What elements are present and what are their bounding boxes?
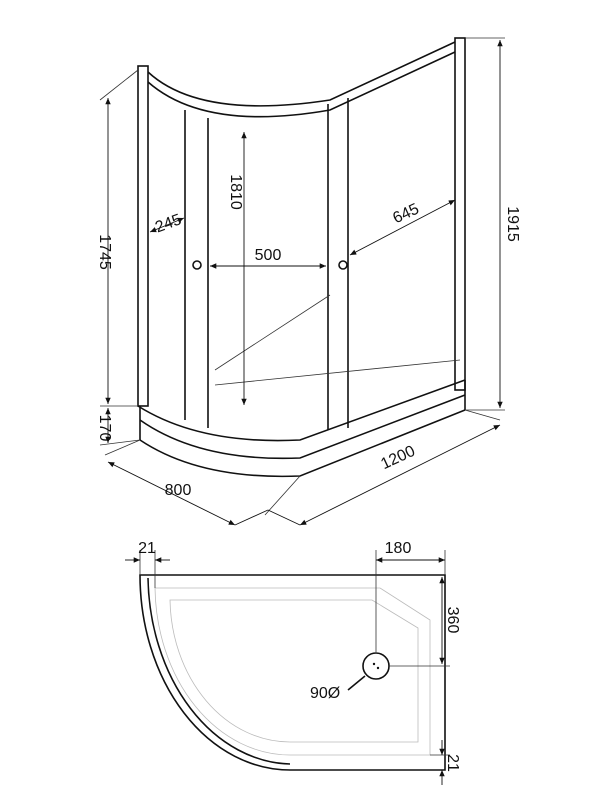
label-800: 800	[165, 482, 192, 499]
curved-door	[147, 577, 291, 765]
tray-top	[137, 379, 466, 442]
label-1745: 1745	[96, 234, 113, 270]
plan-dimensions: 21 180 360 21	[125, 540, 461, 785]
right-handle	[338, 260, 348, 270]
label-180: 180	[385, 540, 412, 557]
label-21-top: 21	[138, 540, 156, 557]
top-rail	[147, 41, 456, 107]
label-645: 645	[390, 201, 421, 228]
right-post	[454, 37, 466, 391]
enclosure-elevation	[137, 37, 466, 478]
tray-floor	[214, 294, 461, 386]
tray-inner	[154, 587, 431, 756]
label-drain-diameter: 90Ø	[310, 685, 340, 702]
label-170: 170	[96, 415, 113, 442]
label-1915: 1915	[504, 206, 521, 242]
enclosure-plan: 90Ø	[139, 574, 446, 771]
label-21-bottom: 21	[444, 754, 461, 772]
label-360: 360	[444, 607, 461, 634]
label-245: 245	[153, 211, 184, 236]
label-500: 500	[255, 247, 282, 264]
label-1810: 1810	[227, 174, 244, 210]
left-post	[137, 65, 149, 407]
drain	[362, 652, 390, 680]
left-handle	[192, 260, 202, 270]
tray-outline	[139, 574, 446, 771]
